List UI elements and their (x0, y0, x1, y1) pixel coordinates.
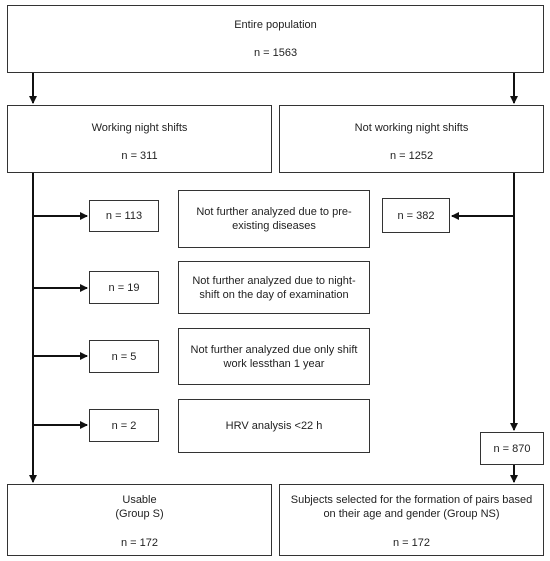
exclusion-reason: Not further analyzed due to pre-existing… (196, 206, 352, 232)
excluded-ns-count-box: n = 382 (382, 198, 450, 233)
not-night-shift-box: Not working night shifts n = 1252 (279, 105, 544, 173)
entire-population-count: n = 1563 (253, 47, 298, 59)
not-night-shift-count: n = 1252 (389, 150, 434, 162)
exclusion-reason: Not further analyzed due to night-shift … (192, 274, 356, 301)
usable-group-s-box: Usable (Group S) n = 172 (7, 484, 272, 556)
night-shift-box: Working night shifts n = 311 (7, 105, 272, 173)
entire-population-title: Entire population (234, 19, 317, 31)
selected-group-ns-box: Subjects selected for the formation of p… (279, 484, 544, 556)
usable-count: n = 172 (120, 537, 158, 549)
exclusion-count-box: n = 19 (89, 271, 159, 304)
exclusion-count: n = 2 (111, 419, 137, 432)
night-shift-title: Working night shifts (91, 122, 188, 134)
exclusion-count-box: n = 5 (89, 340, 159, 373)
remaining-ns-count-box: n = 870 (480, 432, 544, 465)
not-night-shift-title: Not working night shifts (354, 122, 469, 134)
exclusion-count: n = 113 (105, 210, 143, 222)
entire-population-box: Entire population n = 1563 (7, 5, 544, 73)
selected-count: n = 172 (392, 537, 430, 549)
exclusion-reason-box: Not further analyzed due to pre-existing… (178, 190, 370, 248)
exclusion-reason: HRV analysis <22 h (225, 420, 323, 432)
exclusion-reason: Not further analyzed due only shift work… (190, 343, 358, 370)
remaining-ns-count: n = 870 (493, 442, 531, 455)
usable-title: Usable (122, 494, 157, 506)
exclusion-count: n = 5 (111, 350, 137, 363)
night-shift-count: n = 311 (121, 150, 158, 162)
excluded-ns-count: n = 382 (397, 209, 435, 222)
exclusion-reason-box: Not further analyzed due to night-shift … (178, 261, 370, 314)
usable-group: (Group S) (115, 508, 164, 520)
exclusion-reason-box: HRV analysis <22 h (178, 399, 370, 453)
exclusion-count-box: n = 113 (89, 200, 159, 232)
selected-title: Subjects selected for the formation of p… (290, 494, 533, 520)
exclusion-count-box: n = 2 (89, 409, 159, 442)
exclusion-reason-box: Not further analyzed due only shift work… (178, 328, 370, 385)
exclusion-count: n = 19 (108, 281, 140, 294)
